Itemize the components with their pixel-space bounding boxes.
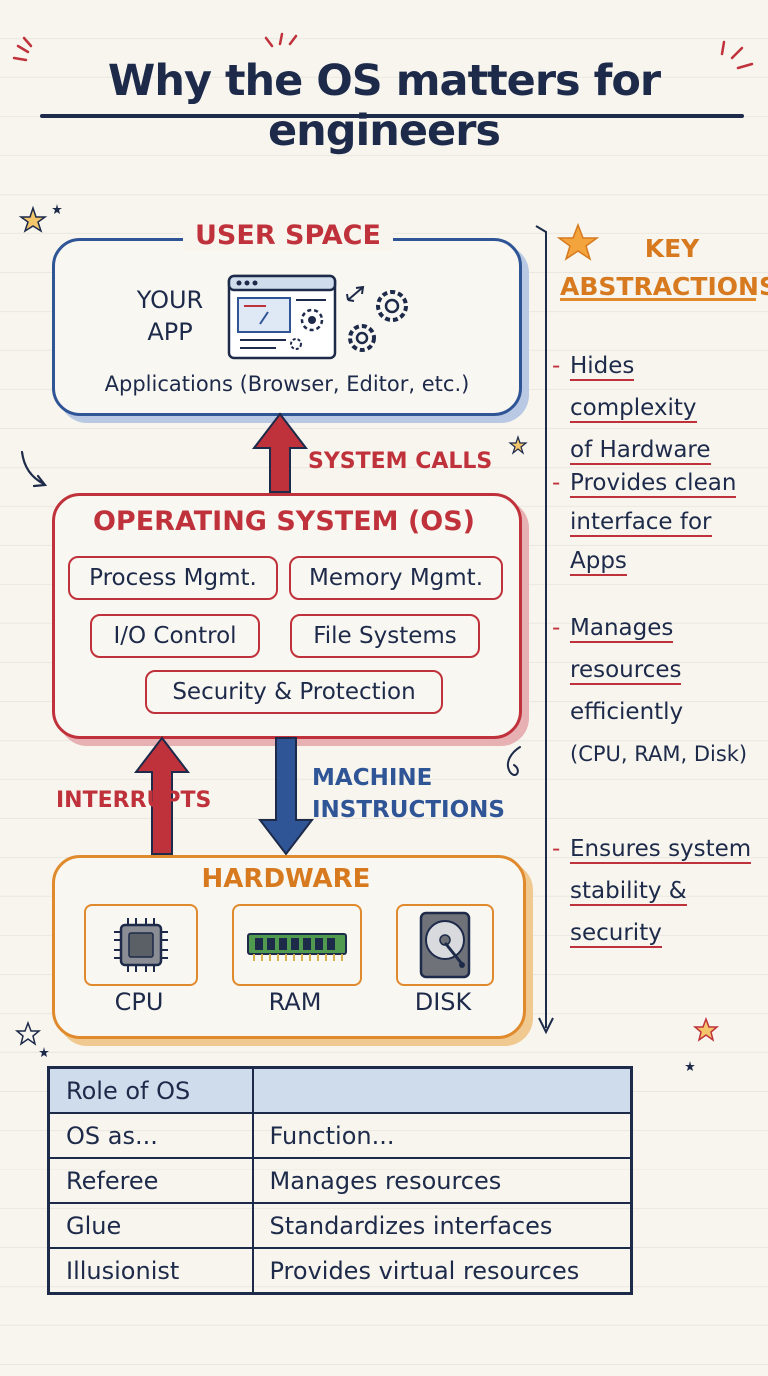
hardware-label: HARDWARE xyxy=(201,864,371,894)
memory-mgmt-pill: Memory Mgmt. xyxy=(289,556,503,600)
key-line: Apps xyxy=(570,548,627,576)
key-item: - Hides complexity of Hardware xyxy=(552,345,766,471)
table-header-cell xyxy=(251,1066,633,1114)
hard-disk-icon xyxy=(419,911,471,979)
table-cell: Provides virtual resources xyxy=(251,1247,633,1295)
applications-caption: Applications (Browser, Editor, etc.) xyxy=(104,372,470,396)
key-line: stability & xyxy=(570,878,687,906)
key-line: Ensures system xyxy=(570,836,752,864)
key-line: Hides complexity xyxy=(570,353,697,423)
role-of-os-table: Role of OS OS as... Function... Referee … xyxy=(47,1066,633,1295)
disk-card xyxy=(396,904,494,986)
down-arrow-icon xyxy=(538,1017,554,1035)
star-icon xyxy=(685,1061,695,1071)
your-app-label: YOUR APP xyxy=(112,284,228,348)
key-item: - Ensures system stability & security xyxy=(552,828,766,954)
key-line: security xyxy=(570,920,662,948)
table-header-cell: Role of OS xyxy=(47,1066,254,1114)
bracket-line xyxy=(535,225,547,1028)
key-line: resources xyxy=(570,657,682,685)
table-header-row: Role of OS xyxy=(47,1066,633,1114)
key-line: Provides clean xyxy=(570,470,737,498)
ram-card xyxy=(232,904,362,986)
star-icon xyxy=(556,222,600,261)
key-item: - Provides clean interface for Apps xyxy=(552,464,766,581)
table-cell: Standardizes interfaces xyxy=(251,1202,633,1249)
machine-instructions-label: MACHINE INSTRUCTIONS xyxy=(312,762,505,826)
key-item: - Manages resources efficiently (CPU, RA… xyxy=(552,607,766,775)
key-line: efficiently xyxy=(570,699,684,725)
curl-arrow-icon xyxy=(20,450,48,488)
table-row: Glue Standardizes interfaces xyxy=(47,1202,633,1249)
star-icon xyxy=(52,204,62,214)
key-abstractions-title: KEY ABSTRACTIONS xyxy=(560,230,768,306)
process-mgmt-pill: Process Mgmt. xyxy=(68,556,278,600)
star-icon xyxy=(692,1016,720,1042)
ram-label: RAM xyxy=(268,988,322,1016)
cpu-label: CPU xyxy=(114,988,164,1016)
star-icon xyxy=(18,205,48,233)
cpu-card xyxy=(84,904,198,986)
table-cell: Function... xyxy=(251,1112,633,1159)
table-cell: Manages resources xyxy=(251,1157,633,1204)
dash-icon: - xyxy=(552,353,561,379)
dash-icon: - xyxy=(552,836,561,862)
system-calls-label: SYSTEM CALLS xyxy=(308,449,493,474)
dash-icon: - xyxy=(552,615,561,641)
squiggle-icon xyxy=(506,746,521,776)
table-cell: Illusionist xyxy=(47,1247,254,1295)
star-icon xyxy=(508,435,528,455)
key-line: (CPU, RAM, Disk) xyxy=(570,742,748,766)
cpu-chip-icon xyxy=(114,918,168,972)
table-row: Illusionist Provides virtual resources xyxy=(47,1247,633,1295)
disk-label: DISK xyxy=(414,988,472,1016)
interrupts-label: INTERRUPTS xyxy=(56,788,212,813)
star-icon xyxy=(39,1047,49,1057)
machine-instructions-line2: INSTRUCTIONS xyxy=(312,797,505,823)
your-app-line1: YOUR xyxy=(136,286,204,314)
io-control-pill: I/O Control xyxy=(90,614,260,658)
machine-instructions-line1: MACHINE xyxy=(312,765,433,791)
sparkle-marks-icon xyxy=(12,32,754,70)
page-title: Why the OS matters for engineers xyxy=(107,56,661,156)
table-cell: OS as... xyxy=(47,1112,254,1159)
ram-stick-icon xyxy=(247,933,347,961)
security-protection-pill: Security & Protection xyxy=(145,670,443,714)
dash-icon: - xyxy=(552,470,561,496)
table-cell: Glue xyxy=(47,1202,254,1249)
table-row: OS as... Function... xyxy=(47,1112,633,1159)
table-row: Referee Manages resources xyxy=(47,1157,633,1204)
app-window-icon xyxy=(227,274,408,360)
table-cell: Referee xyxy=(47,1157,254,1204)
key-title-underline xyxy=(560,298,756,301)
key-line: interface for xyxy=(570,509,712,537)
file-systems-pill: File Systems xyxy=(290,614,480,658)
your-app-line2: APP xyxy=(147,318,193,346)
system-calls-arrow-icon xyxy=(252,412,308,493)
os-label: OPERATING SYSTEM (OS) xyxy=(92,506,476,537)
user-space-label: USER SPACE xyxy=(183,220,393,251)
key-title-line1: KEY xyxy=(644,234,700,263)
key-title-line2: ABSTRACTIONS xyxy=(560,272,768,301)
key-line: of Hardware xyxy=(570,437,711,465)
title-underline xyxy=(40,114,744,118)
interrupts-arrow-icon xyxy=(134,736,190,855)
machine-instructions-arrow-icon xyxy=(258,737,314,856)
key-line: Manages xyxy=(570,615,674,643)
star-icon xyxy=(14,1020,42,1046)
